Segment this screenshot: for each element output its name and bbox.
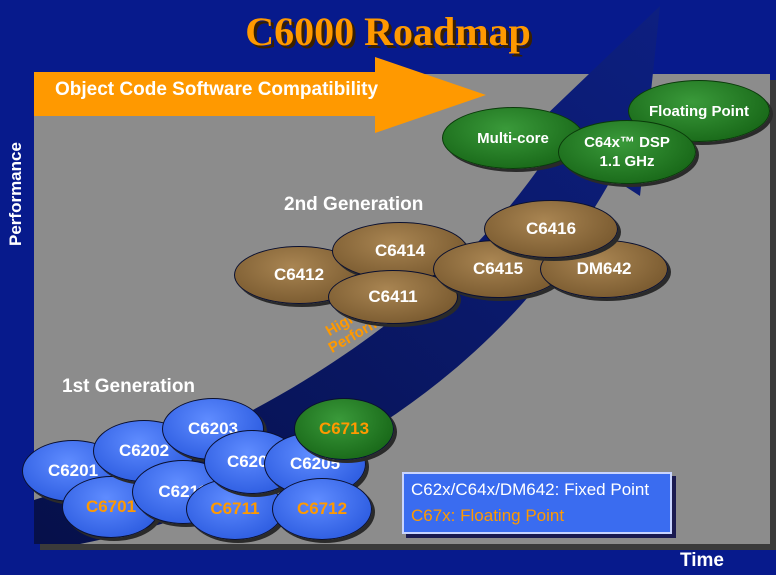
c64x-dsp-label: C64x™ DSP <box>584 134 670 151</box>
chip-c6711-label: C6711 <box>210 499 260 518</box>
legend-fixed-point: C62x/C64x/DM642: Fixed Point <box>411 480 650 499</box>
chip-c6713-label: C6713 <box>318 419 370 438</box>
chip-c6416-label: C6416 <box>525 219 577 238</box>
chip-c6713-ellipse: C6713 <box>294 398 394 460</box>
legend-box: C62x/C64x/DM642: Fixed Point C67x: Float… <box>402 472 672 534</box>
chip-c6411-label: C6411 <box>368 287 418 306</box>
x-axis-label: Time <box>680 550 725 571</box>
chip-c6701-label: C6701 <box>85 497 137 516</box>
compatibility-banner-arrow <box>34 57 486 133</box>
c64x-speed-label: 1.1 GHz <box>599 153 655 170</box>
chip-c6202-label: C6202 <box>118 441 170 460</box>
multicore-label: Multi-core <box>477 129 549 147</box>
c64x-dsp-ellipse: C64x™ DSP 1.1 GHz <box>558 120 696 184</box>
chip-c6712-label: C6712 <box>296 499 348 518</box>
compatibility-banner-text: Object Code Software Compatibility <box>55 79 379 100</box>
floating-point-future-label: Floating Point <box>649 102 749 120</box>
chip-c6414-label: C6414 <box>374 241 426 260</box>
chip-dm642-label: DM642 <box>576 259 632 278</box>
chip-c6415-label: C6415 <box>472 259 524 278</box>
y-axis-label: Performance <box>6 142 25 246</box>
chip-c6712-ellipse: C6712 <box>272 478 372 540</box>
second-generation-label: 2nd Generation <box>284 194 424 215</box>
chip-c6412-label: C6412 <box>273 265 325 284</box>
legend-floating-point: C67x: Floating Point <box>411 506 565 525</box>
chip-c6416-ellipse: C6416 <box>484 200 618 258</box>
page-title: C6000 Roadmap <box>245 9 531 54</box>
first-generation-label: 1st Generation <box>62 376 196 397</box>
